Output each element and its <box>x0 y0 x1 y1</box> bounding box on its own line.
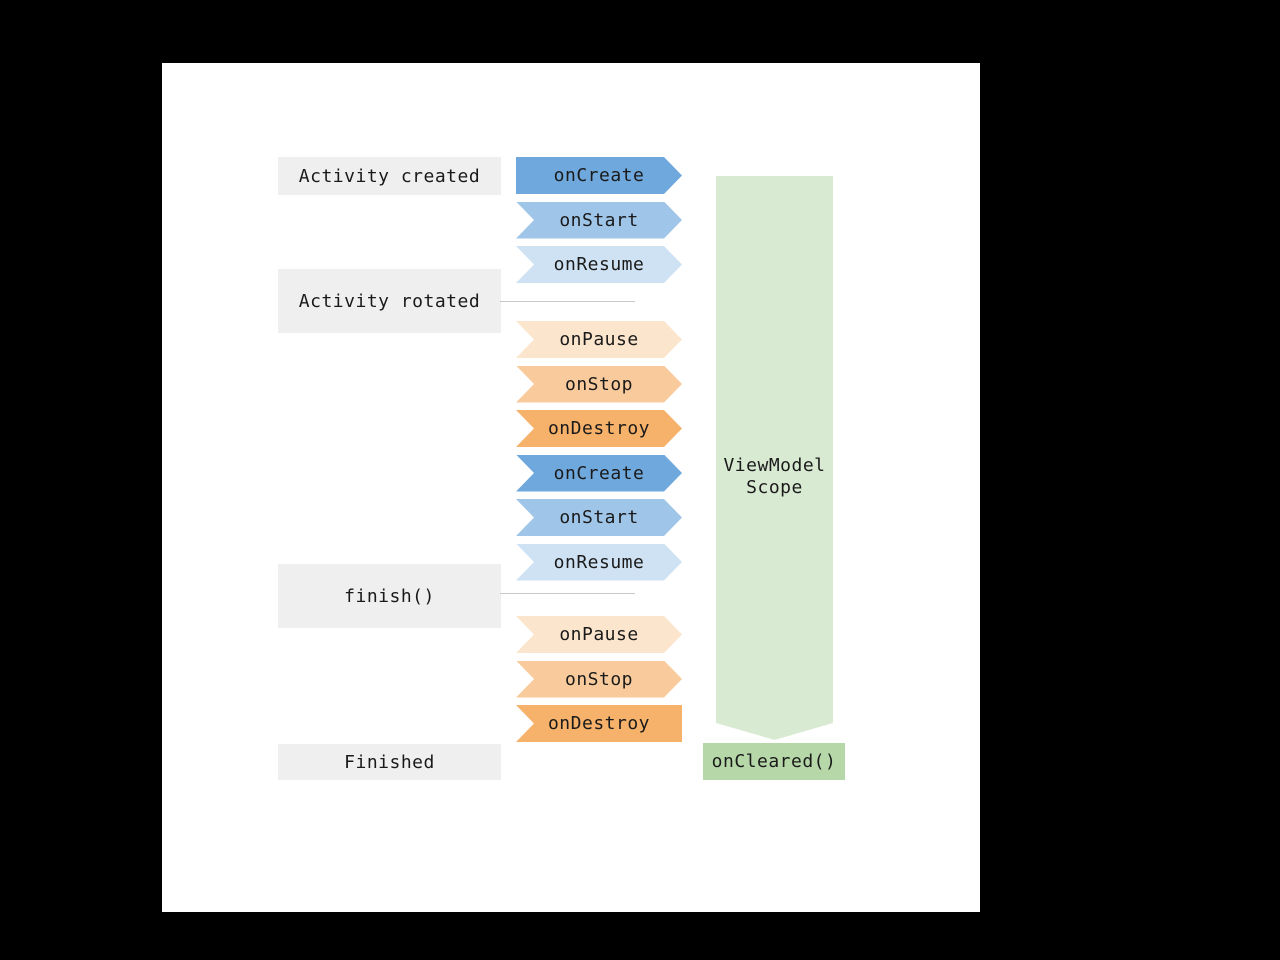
chevron-label: onCreate <box>553 165 645 186</box>
state-label-text: finish() <box>344 585 435 607</box>
chevron-onstart: onStart <box>516 201 682 239</box>
divider-line <box>500 593 635 594</box>
chevron-label: onStart <box>559 507 639 528</box>
chevron-oncreate: onCreate <box>516 157 682 194</box>
chevron-onpause: onPause <box>516 616 682 653</box>
chevron-label: onResume <box>553 254 645 275</box>
state-label-activity-rotated: Activity rotated <box>278 269 501 333</box>
chevron-oncreate: onCreate <box>516 454 682 492</box>
state-label-text: Finished <box>344 751 435 773</box>
chevron-label: onResume <box>553 551 645 573</box>
state-label-finish: finish() <box>278 564 501 628</box>
chevron-onresume: onResume <box>516 246 682 283</box>
chevron-onpause: onPause <box>516 321 682 358</box>
chevron-onstop: onStop <box>516 660 682 698</box>
viewmodel-scope-label-line1: ViewModel <box>723 455 826 476</box>
chevron-label: onPause <box>559 329 639 350</box>
viewmodel-scope-label-line2: Scope <box>746 477 803 498</box>
state-label-activity-created: Activity created <box>278 157 501 195</box>
chevron-label: onCreate <box>553 462 645 484</box>
state-label-text: Activity created <box>298 165 481 187</box>
chevron-label: onDestroy <box>547 418 651 439</box>
divider-line <box>500 300 635 302</box>
chevron-onstop: onStop <box>516 365 682 403</box>
chevron-label: onPause <box>559 624 639 645</box>
viewmodel-scope-arrow: ViewModel Scope <box>716 176 833 740</box>
oncleared-box: onCleared() <box>703 743 845 780</box>
state-label-finished: Finished <box>278 744 501 780</box>
chevron-label: onStop <box>564 373 634 395</box>
chevron-ondestroy: onDestroy <box>516 410 682 447</box>
chevron-onstart: onStart <box>516 499 682 536</box>
chevron-label: onStart <box>559 209 639 231</box>
state-label-text: Activity rotated <box>298 290 481 312</box>
chevron-onresume: onResume <box>516 543 682 581</box>
oncleared-label: onCleared() <box>711 751 837 772</box>
chevron-ondestroy: onDestroy <box>516 705 682 742</box>
chevron-label: onStop <box>564 668 634 690</box>
chevron-label: onDestroy <box>547 713 651 734</box>
